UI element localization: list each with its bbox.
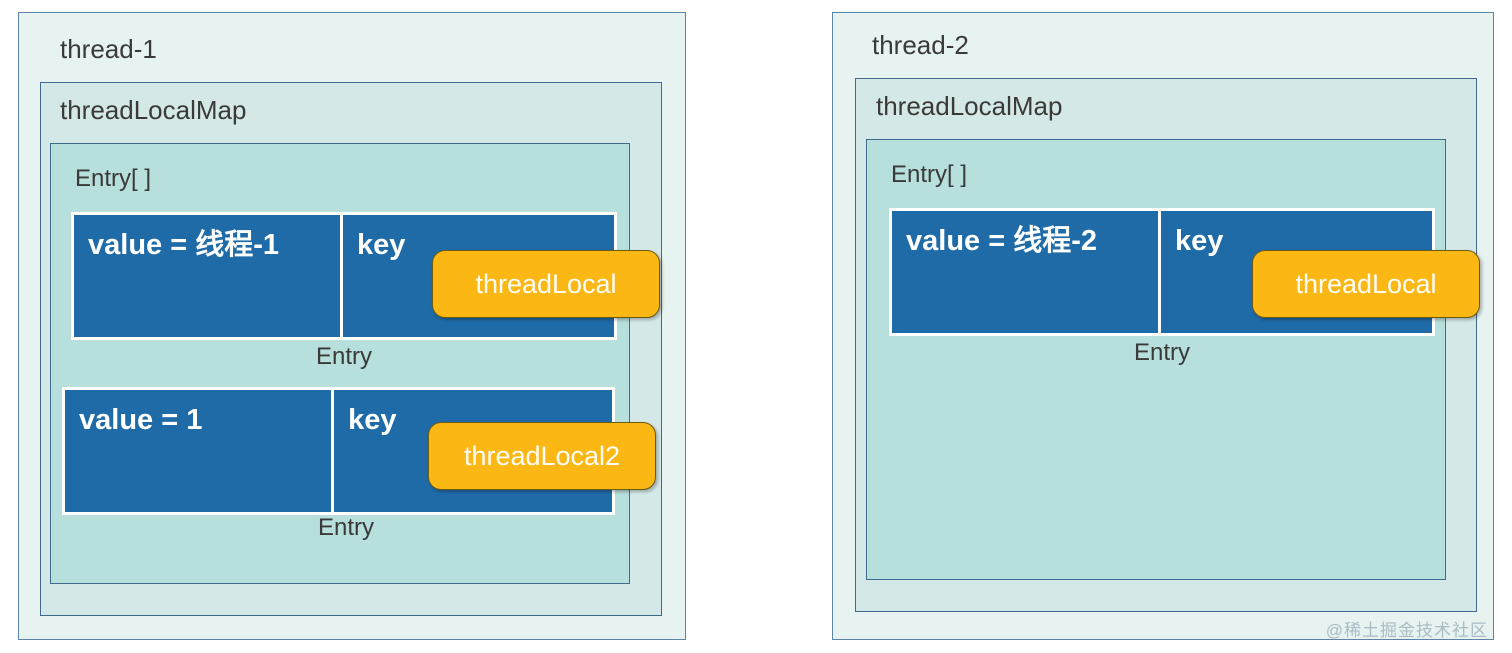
entry-caption: Entry [317,514,374,541]
threadlocal2-badge[interactable]: threadLocal2 [428,422,656,490]
threadlocal-badge[interactable]: threadLocal [432,250,660,318]
entry-value-cell: value = 线程-2 [892,211,1162,333]
thread-2-title: thread-2 [872,30,969,60]
entry-array-title-2: Entry[ ] [891,161,968,188]
thread-localmap-title-2: threadLocalMap [876,91,1063,121]
thread-localmap-title-1: threadLocalMap [60,95,247,125]
thread-1-title: thread-1 [60,34,157,64]
entry-caption: Entry [315,343,372,370]
watermark: @稀土掘金技术社区 [1325,621,1488,640]
threadlocal-badge[interactable]: threadLocal [1252,250,1480,318]
entry-value-cell: value = 1 [65,390,335,512]
entry-value-cell: value = 线程-1 [74,215,344,337]
entry-caption: Entry [1133,339,1190,366]
entry-array-title-1: Entry[ ] [75,165,152,192]
entry-row: value = 1 key [62,387,615,515]
